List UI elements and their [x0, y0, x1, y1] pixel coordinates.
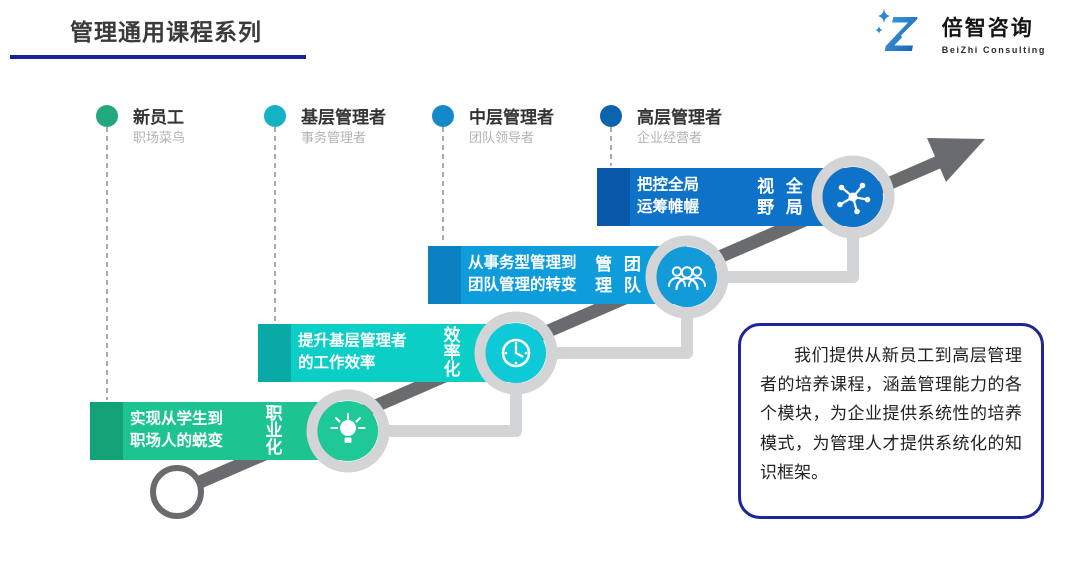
bar-line-2: 的工作效率 — [298, 355, 376, 372]
bar-text: 提升基层管理者 的工作效率 — [298, 331, 407, 376]
keyword-row: 管 团 — [595, 255, 641, 274]
bar-edge — [258, 324, 291, 382]
bar-line-1: 从事务型管理到 — [468, 254, 577, 272]
bar-text: 从事务型管理到 团队管理的转变 — [468, 253, 577, 298]
keyword-char: 效 — [443, 326, 461, 345]
milestone-label: 基层管理者 — [301, 108, 386, 127]
sparkle-icon — [875, 26, 883, 34]
keyword-char: 化 — [265, 437, 283, 457]
step4-circle — [811, 155, 895, 239]
step3-circle — [645, 235, 729, 319]
title-underline — [10, 55, 306, 59]
milestone-first-line-manager: 基层管理者 事务管理者 — [264, 103, 434, 151]
milestone-sublabel: 企业经营者 — [637, 130, 703, 145]
keyword-char: 化 — [443, 359, 461, 379]
arrow-start-circle — [150, 465, 204, 519]
milestone-sublabel: 事务管理者 — [301, 130, 367, 145]
circle-ring — [306, 389, 390, 473]
bar-text: 实现从学生到 职场人的蜕变 — [130, 409, 223, 454]
course-bar-newcomer: 实现从学生到 职场人的蜕变 职 业 化 — [90, 402, 348, 460]
circle-ring — [645, 235, 729, 319]
bar-keyword: 视 全 野 局 — [751, 176, 809, 218]
course-bar-first-line-manager: 提升基层管理者 的工作效率 效 率 化 — [258, 324, 516, 382]
milestone-dot — [264, 105, 286, 127]
bar-edge — [90, 402, 123, 460]
page-title: 管理通用课程系列 — [70, 19, 262, 45]
description-text: 我们提供从新员工到高层管理者的培养课程，涵盖管理能力的各个模块，为企业提供系统性… — [760, 346, 1022, 482]
keyword-row: 理 队 — [595, 276, 641, 295]
logo-z-icon: Z — [875, 8, 920, 58]
bar-keyword: 管 团 理 队 — [589, 254, 647, 296]
bar-line-2: 职场人的蜕变 — [130, 433, 224, 450]
milestone-dot — [96, 105, 118, 127]
sparkle-icon — [877, 9, 890, 23]
bar-line-1: 提升基层管理者 — [298, 332, 407, 350]
clock-icon — [501, 338, 531, 368]
milestone-label: 高层管理者 — [637, 108, 722, 127]
bar-edge — [597, 168, 630, 226]
circle-ring — [811, 155, 895, 239]
keyword-row: 视 全 — [757, 177, 803, 196]
keyword-char: 率 — [443, 342, 461, 362]
bar-line-1: 实现从学生到 — [130, 410, 224, 428]
description-box: 我们提供从新员工到高层管理者的培养课程，涵盖管理能力的各个模块，为企业提供系统性… — [738, 323, 1044, 519]
keyword-char: 业 — [265, 420, 283, 440]
network-icon — [837, 182, 871, 215]
connector-step3-step4 — [687, 225, 859, 283]
bar-line-2: 团队管理的转变 — [468, 277, 577, 294]
milestone-label: 中层管理者 — [469, 108, 554, 127]
bar-keyword: 效 率 化 — [442, 326, 462, 379]
milestone-newcomer: 新员工 职场菜鸟 — [96, 103, 266, 151]
milestone-sublabel: 职场菜鸟 — [133, 130, 186, 145]
growth-arrow-head — [927, 138, 985, 182]
bar-line-2: 运筹帷幄 — [637, 199, 700, 216]
logo-company-subtitle: BeiZhi Consulting — [941, 45, 1046, 55]
course-bar-middle-manager: 从事务型管理到 团队管理的转变 管 团 理 队 — [428, 246, 687, 304]
connector-step1-step2 — [348, 380, 522, 437]
lightbulb-icon — [330, 413, 366, 443]
bar-text: 把控全局 运筹帷幄 — [637, 175, 699, 220]
step1-circle — [306, 389, 390, 473]
keyword-char: 职 — [265, 404, 283, 423]
circle-ring — [474, 311, 558, 395]
bar-line-1: 把控全局 — [637, 176, 700, 194]
milestone-middle-manager: 中层管理者 团队领导者 — [432, 103, 602, 151]
svg-text:Z: Z — [884, 8, 918, 58]
logo-company-name: 倍智咨询 — [941, 17, 1034, 40]
milestone-dot — [432, 105, 454, 127]
keyword-row: 野 局 — [757, 198, 803, 217]
milestone-label: 新员工 — [133, 108, 184, 127]
logo-text: 倍智咨询 BeiZhi Consulting — [942, 6, 1046, 55]
bar-edge — [428, 246, 461, 304]
milestone-dot — [600, 105, 622, 127]
milestone-sublabel: 团队领导者 — [469, 130, 535, 145]
milestone-senior-manager: 高层管理者 企业经营者 — [600, 103, 770, 151]
connector-step2-step3 — [516, 305, 693, 359]
bar-keyword: 职 业 化 — [264, 404, 284, 457]
company-logo: Z 倍智咨询 BeiZhi Consulting — [874, 6, 1046, 58]
step2-circle — [474, 311, 558, 395]
team-icon — [668, 266, 706, 291]
